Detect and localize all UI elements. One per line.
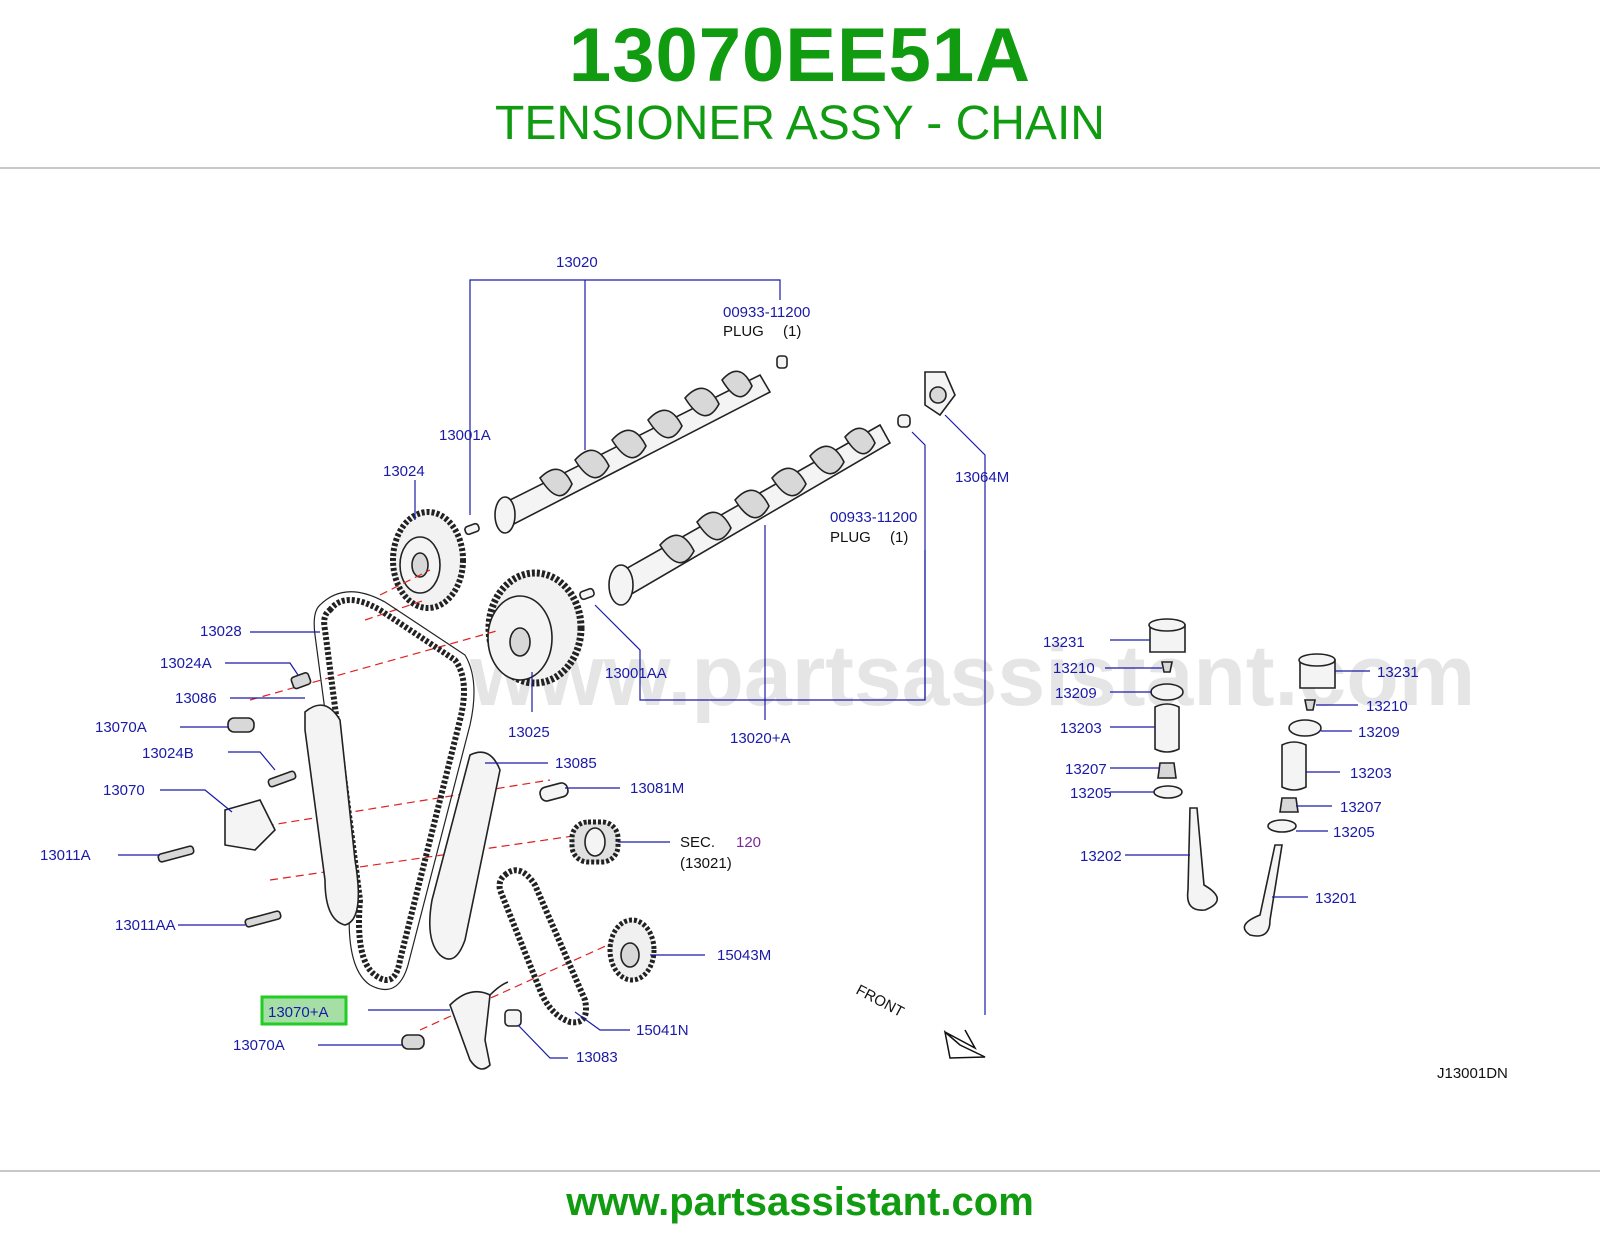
pin-13081M xyxy=(539,782,569,802)
centerline-3 xyxy=(249,629,501,701)
label-13210-a[interactable]: 13210 xyxy=(1053,660,1095,677)
part-name-subtitle: TENSIONER ASSY - CHAIN xyxy=(495,97,1105,150)
label-13205-b[interactable]: 13205 xyxy=(1333,824,1375,841)
label-13070[interactable]: 13070 xyxy=(103,782,145,799)
label-sec-number[interactable]: 120 xyxy=(736,834,761,851)
pump-tensioner-13070A xyxy=(449,990,491,1070)
leader-13083 xyxy=(517,1024,568,1059)
bolt-13083 xyxy=(504,1009,522,1027)
slack-guide-13086 xyxy=(304,704,360,926)
label-13064M[interactable]: 13064M xyxy=(955,469,1009,486)
tensioner-13070 xyxy=(224,799,276,851)
label-00933-11200-b[interactable]: 00933-11200 xyxy=(830,509,917,526)
label-13070A-upper[interactable]: 13070A xyxy=(95,719,147,736)
label-sec-sub: (13021) xyxy=(680,855,732,872)
tensioner-spring xyxy=(489,981,509,996)
label-13081M[interactable]: 13081M xyxy=(630,780,684,797)
label-15043M[interactable]: 15043M xyxy=(717,947,771,964)
leader-13070 xyxy=(160,789,233,813)
valve-set-b xyxy=(1243,653,1336,937)
pin-13070A-lower xyxy=(401,1034,425,1050)
pump-chain-15041N xyxy=(496,867,589,1026)
leader-13064M xyxy=(944,414,986,1015)
front-arrow-icon xyxy=(943,1029,986,1059)
camshaft-lower xyxy=(608,423,892,606)
label-plug-b-qty: (1) xyxy=(890,529,908,546)
label-13231-a[interactable]: 13231 xyxy=(1043,634,1085,651)
label-plug-b: PLUG xyxy=(830,529,871,546)
label-sec: SEC. xyxy=(680,834,715,851)
timing-chain-13028 xyxy=(321,597,467,983)
label-13210-b[interactable]: 13210 xyxy=(1366,698,1408,715)
bolt-13024A xyxy=(290,671,312,690)
centerline-1 xyxy=(379,569,431,596)
label-13024B[interactable]: 13024B xyxy=(142,745,194,762)
centerline-2 xyxy=(364,599,426,621)
label-13001AA[interactable]: 13001AA xyxy=(605,665,667,682)
label-13011A[interactable]: 13011A xyxy=(40,847,91,864)
footer-divider xyxy=(0,1170,1600,1172)
centerline-5 xyxy=(269,834,581,881)
label-13070A-lower[interactable]: 13070A xyxy=(233,1037,285,1054)
crank-sprocket-13021 xyxy=(569,819,621,865)
label-13205-a[interactable]: 13205 xyxy=(1070,785,1112,802)
bolt-13011A xyxy=(157,845,195,863)
label-13207-b[interactable]: 13207 xyxy=(1340,799,1382,816)
label-13201[interactable]: 13201 xyxy=(1315,890,1357,907)
pin-13070A-upper xyxy=(227,717,255,733)
vtc-sprocket-13025 xyxy=(485,569,585,687)
label-13070-plus-A-highlighted[interactable]: 13070+A xyxy=(268,1004,328,1021)
label-13209-b[interactable]: 13209 xyxy=(1358,724,1400,741)
header-divider xyxy=(0,167,1600,169)
label-13086[interactable]: 13086 xyxy=(175,690,217,707)
label-13085[interactable]: 13085 xyxy=(555,755,597,772)
pump-sprocket-15043M xyxy=(607,917,657,983)
label-13024A[interactable]: 13024A xyxy=(160,655,212,672)
label-13011AA[interactable]: 13011AA xyxy=(115,917,176,934)
label-13207-a[interactable]: 13207 xyxy=(1065,761,1107,778)
label-plug-a: PLUG xyxy=(723,323,764,340)
label-13203-b[interactable]: 13203 xyxy=(1350,765,1392,782)
plug-upper xyxy=(776,355,788,369)
label-13203-a[interactable]: 13203 xyxy=(1060,720,1102,737)
label-13001A[interactable]: 13001A xyxy=(439,427,491,444)
centerline-4 xyxy=(239,779,551,831)
part-number-title: 13070EE51A xyxy=(568,13,1032,98)
leader-13001AA xyxy=(594,550,926,701)
camshaft-upper xyxy=(494,370,772,534)
label-13209-a[interactable]: 13209 xyxy=(1055,685,1097,702)
sensor-bracket-13064M xyxy=(924,371,956,417)
cam-sprocket-13024 xyxy=(390,509,466,611)
leader-13024B xyxy=(228,751,276,771)
label-15041N[interactable]: 15041N xyxy=(636,1022,689,1039)
front-label: FRONT xyxy=(853,982,907,1021)
diagram-code: J13001DN xyxy=(1437,1065,1508,1082)
label-13020A[interactable]: 13020+A xyxy=(730,730,790,747)
label-13028[interactable]: 13028 xyxy=(200,623,242,640)
timing-chain-outline xyxy=(313,591,475,990)
label-13020[interactable]: 13020 xyxy=(556,254,598,271)
footer-url[interactable]: www.partsassistant.com xyxy=(566,1180,1034,1224)
highlight-box xyxy=(260,995,348,1026)
label-13231-b[interactable]: 13231 xyxy=(1377,664,1419,681)
tension-guide-13085 xyxy=(429,751,501,960)
label-13083[interactable]: 13083 xyxy=(576,1049,618,1066)
bolt-13011AA xyxy=(244,910,282,928)
label-plug-a-qty: (1) xyxy=(783,323,801,340)
leader-15041N xyxy=(574,1011,630,1031)
plug-lower xyxy=(897,414,911,428)
bolt-13024B xyxy=(267,770,297,788)
leader-13020-bracket xyxy=(469,279,781,348)
dowel-upper xyxy=(464,522,480,536)
label-13025[interactable]: 13025 xyxy=(508,724,550,741)
label-00933-11200-a[interactable]: 00933-11200 xyxy=(723,304,810,321)
dowel-lower xyxy=(579,587,595,601)
leader-13024A xyxy=(225,662,299,676)
label-13202[interactable]: 13202 xyxy=(1080,848,1122,865)
label-13024[interactable]: 13024 xyxy=(383,463,425,480)
